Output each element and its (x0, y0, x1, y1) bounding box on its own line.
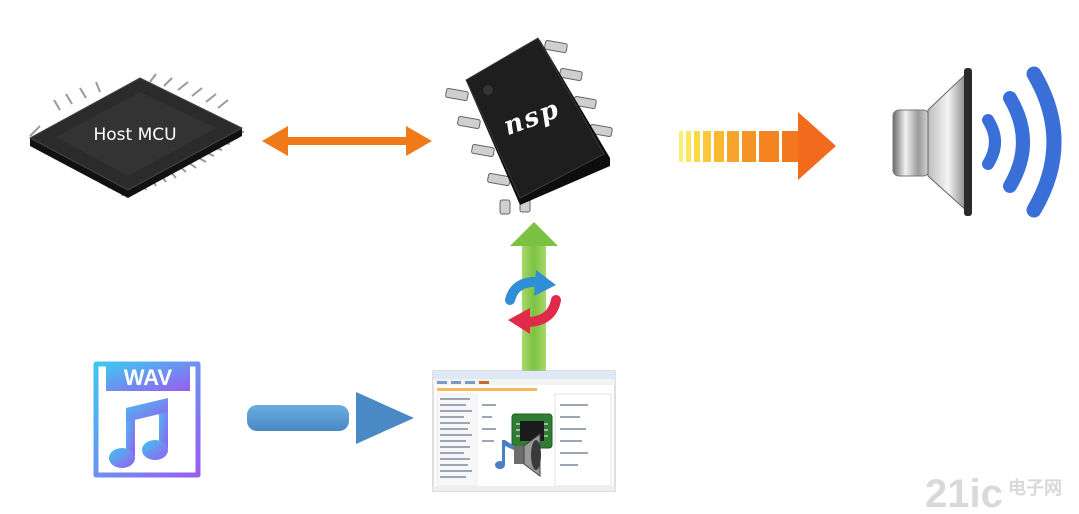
speaker-icon (892, 66, 1062, 218)
sound-waves-icon (982, 66, 1062, 218)
speaker-rim (964, 68, 972, 216)
nsp-chip-pins (445, 39, 613, 215)
speaker-cone (927, 70, 969, 214)
host-mcu-label: Host MCU (93, 125, 176, 145)
audio-output-arrow (679, 112, 836, 180)
speaker-magnet (892, 109, 930, 177)
wav-file-banner (106, 363, 190, 391)
music-note-icon (109, 398, 168, 468)
watermark-number: 21ic (925, 472, 1003, 514)
wav-file-label: WAV (124, 365, 173, 390)
mini-speaker-icon (514, 433, 541, 477)
host-mcu-top-face (56, 92, 216, 176)
nsp-pin1-dot (483, 85, 493, 95)
software-tool-rows (440, 398, 588, 478)
refresh-cycle-icon (505, 270, 561, 334)
mini-music-note-icon (495, 440, 514, 469)
convert-arrow (247, 392, 414, 444)
nsp-chip: nsp (445, 37, 613, 215)
circuit-board-icon (511, 413, 553, 449)
site-watermark: 21ic 电子网 (925, 472, 1062, 514)
nsp-chip-body (465, 37, 605, 199)
host-mcu-body-side (30, 128, 242, 198)
wav-file-icon: WAV (93, 361, 201, 478)
host-mcu-chip: Host MCU (28, 73, 245, 198)
watermark-name: 电子网 (1008, 477, 1062, 498)
bidirectional-arrow (262, 126, 432, 156)
upload-arrow (510, 222, 558, 374)
software-tool-screenshot (432, 370, 616, 492)
